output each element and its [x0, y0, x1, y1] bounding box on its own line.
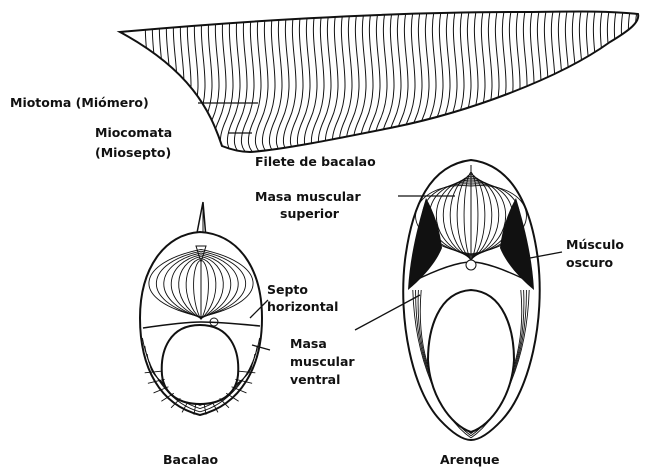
label-miotoma: Miotoma (Miómero)	[10, 96, 149, 110]
label-masa-ventral-1: Masa	[290, 337, 327, 351]
cod-fillet-drawing	[120, 0, 647, 170]
label-masa-ventral-3: ventral	[290, 373, 340, 387]
label-arenque: Arenque	[440, 453, 500, 467]
label-filete: Filete de bacalao	[255, 155, 376, 169]
myocomata-line	[633, 0, 647, 170]
label-bacalao: Bacalao	[163, 453, 218, 467]
myocomata-line	[171, 0, 185, 170]
label-miosepto: (Miosepto)	[95, 146, 171, 160]
label-masa-superior-2: superior	[280, 207, 339, 221]
label-septo-2: horizontal	[267, 300, 338, 314]
label-masa-superior-1: Masa muscular	[255, 190, 361, 204]
herring-cross-section	[403, 160, 539, 440]
cod-cross-section	[140, 202, 262, 415]
label-masa-ventral-2: muscular	[290, 355, 355, 369]
label-septo-1: Septo	[267, 283, 308, 297]
label-miocomata: Miocomata	[95, 126, 172, 140]
label-musculo-1: Músculo	[566, 238, 624, 252]
label-musculo-2: oscuro	[566, 256, 613, 270]
